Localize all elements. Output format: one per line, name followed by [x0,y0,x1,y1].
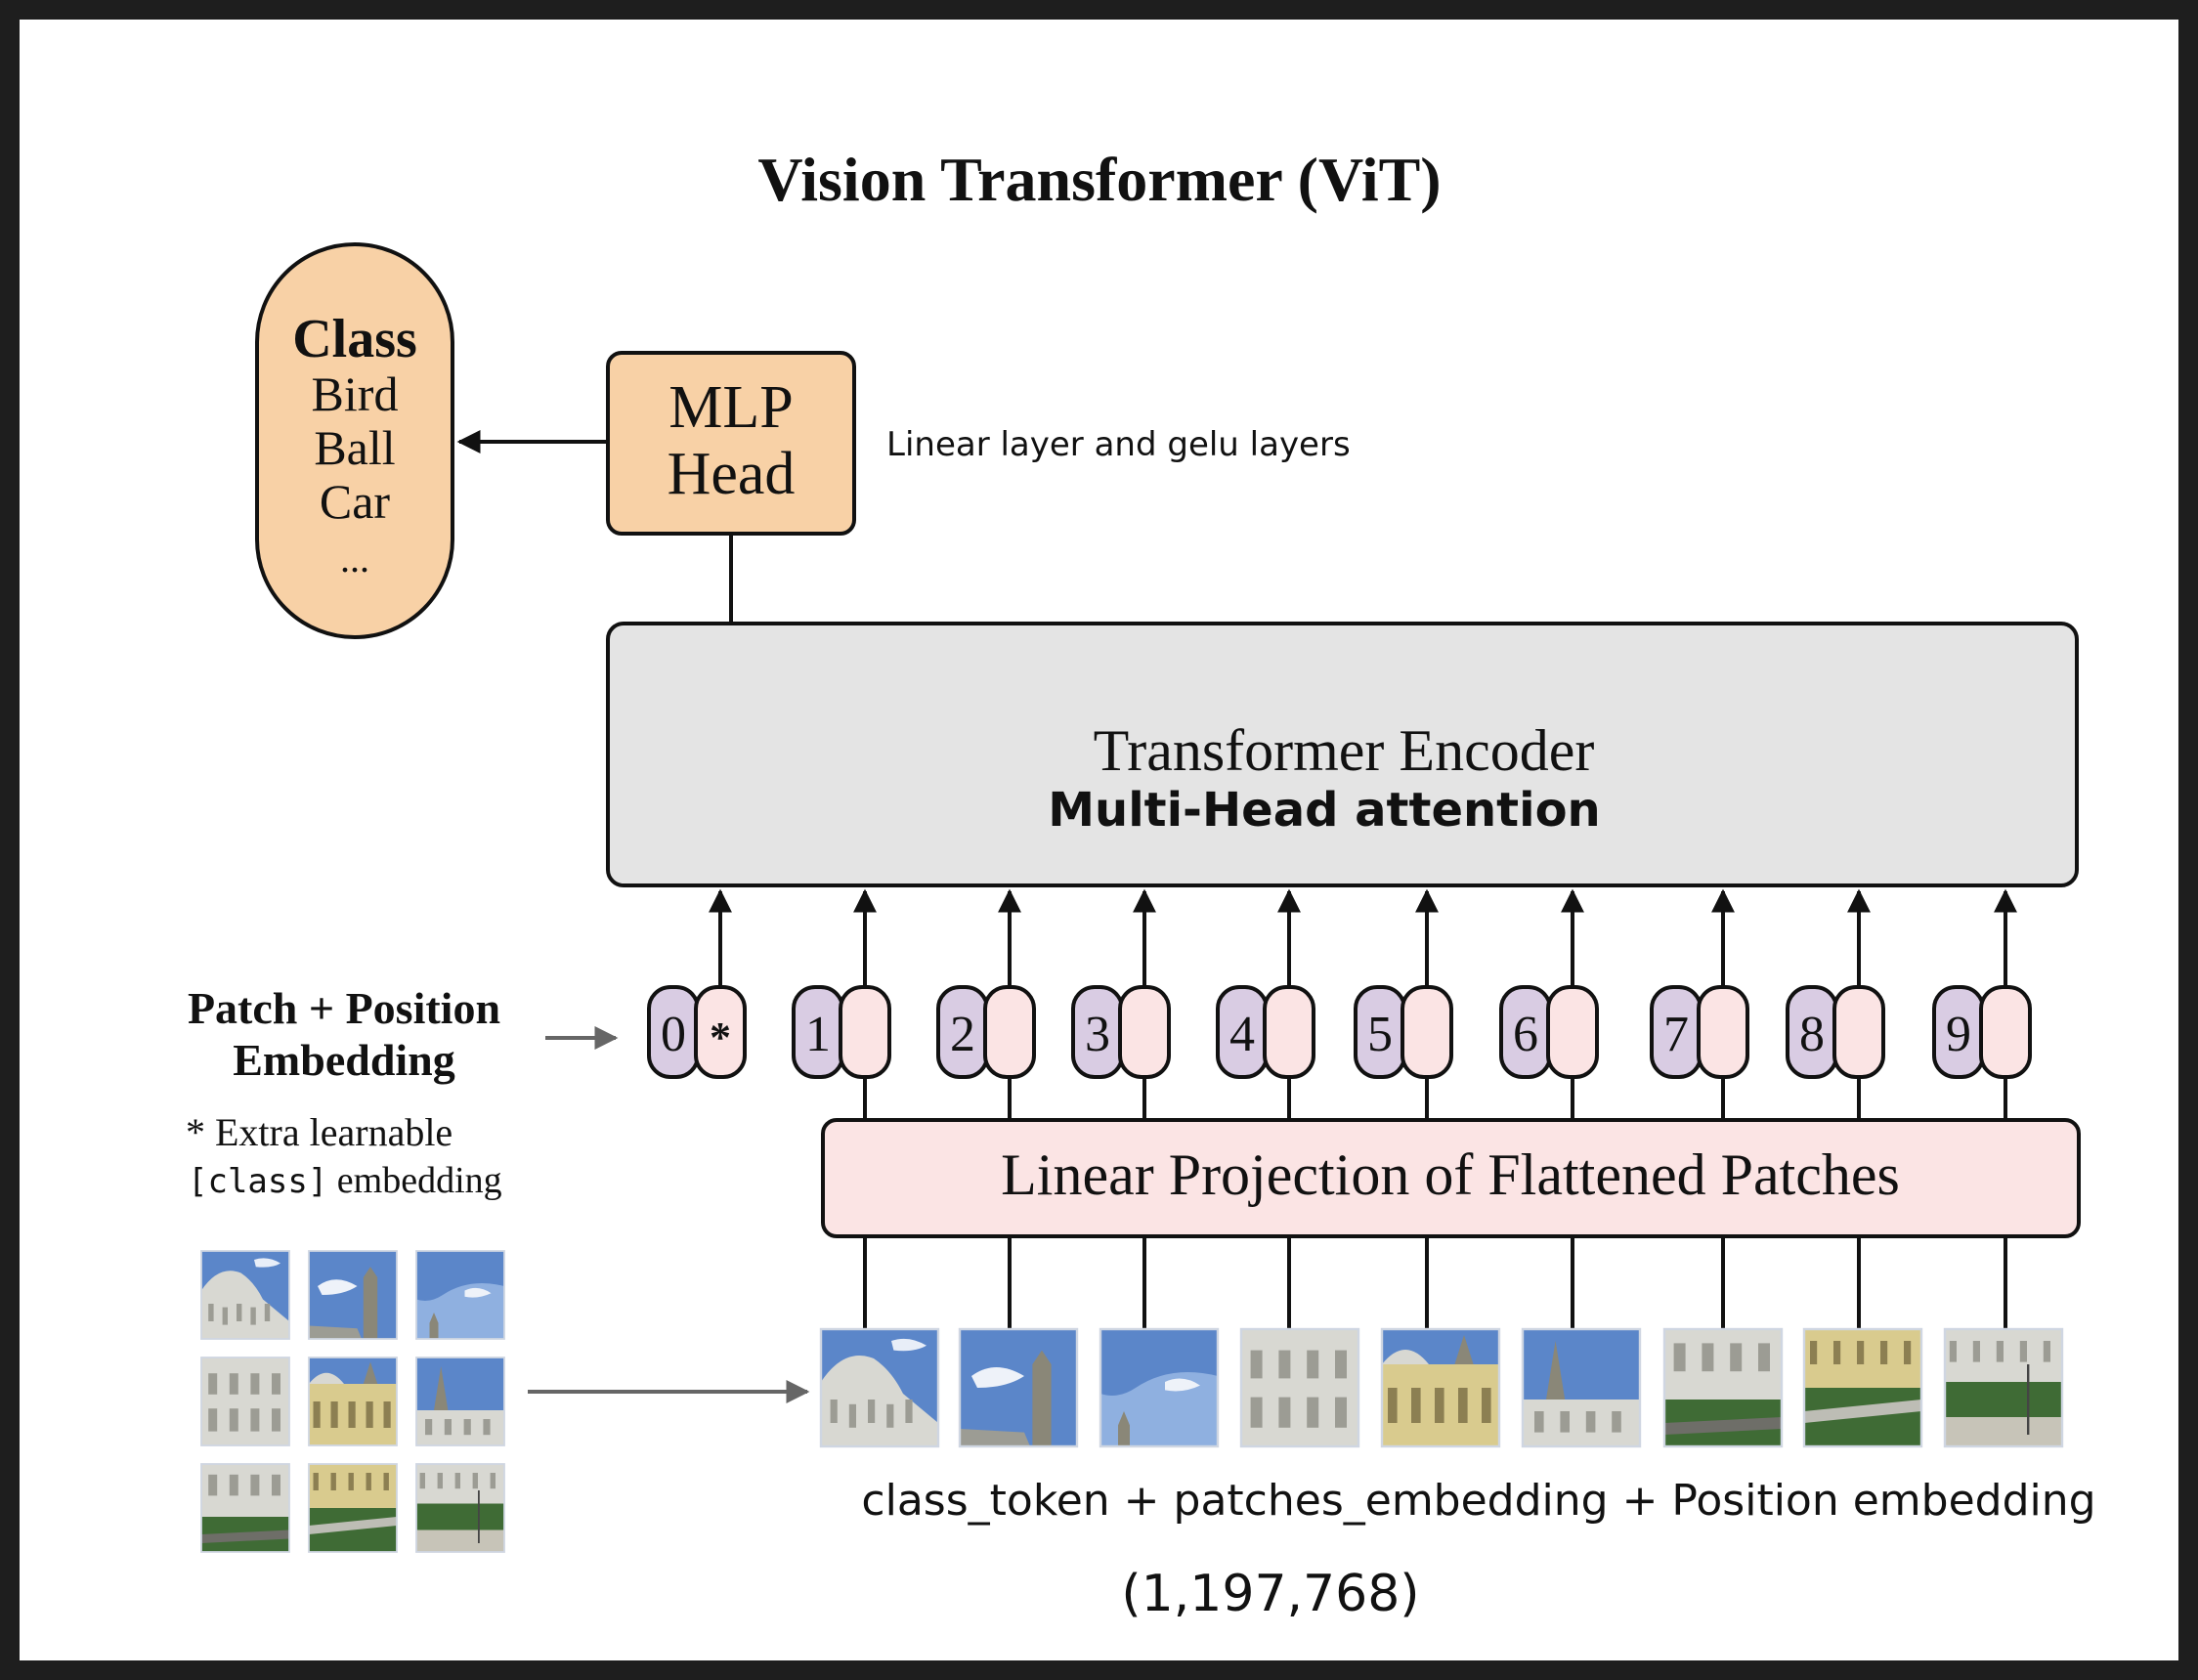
position-number: 3 [1085,1007,1110,1062]
grid-patch-garden [308,1463,398,1553]
patch-embedding-pill [983,985,1036,1079]
grid-patch-sky [415,1250,505,1340]
token-0: 0* [647,985,747,1079]
token-9: 9 [1932,985,2032,1079]
row-patch-dome [819,1327,940,1448]
row-patch-street [1662,1327,1784,1448]
position-number: 1 [805,1007,831,1062]
position-number: 4 [1229,1007,1255,1062]
patch-embedding-pill [839,985,891,1079]
patch-position-label-line2: Embedding [233,1035,455,1085]
grid-patch-dome [200,1250,290,1340]
class-item-bird: Bird [312,366,399,421]
position-number: 8 [1799,1007,1825,1062]
position-number: 0 [661,1007,686,1062]
grid-patch-yellow-facade [308,1357,398,1446]
class-heading: Class [292,309,417,369]
class-item-ball: Ball [314,420,395,475]
row-patch-sky [1099,1327,1220,1448]
extra-note-line1: * Extra learnable [186,1110,453,1154]
patch-embedding-pill [1263,985,1315,1079]
linear-projection-label: Linear Projection of Flattened Patches [1001,1142,1900,1207]
row-patch-garden [1802,1327,1923,1448]
patch-embedding-pill [694,985,747,1079]
flattened-patch-row [819,1327,2064,1448]
token-8: 8 [1786,985,1885,1079]
patch-embedding-pill [1546,985,1599,1079]
grid-patch-tower-facade [415,1357,505,1446]
mlp-head-line2: Head [668,441,796,507]
patch-position-label-line1: Patch + Position [188,983,500,1033]
class-embedding-marker: * [710,1013,731,1061]
patch-embedding-pill [1832,985,1885,1079]
token-3: 3 [1071,985,1171,1079]
token-6: 6 [1499,985,1599,1079]
transformer-encoder-box: Transformer Encoder Multi-Head attention [606,622,2079,887]
grid-patch-plaza [415,1463,505,1553]
token-4: 4 [1216,985,1315,1079]
patch-embedding-pill [1118,985,1171,1079]
extra-note-rest: embedding [327,1160,501,1201]
image-patch-grid [200,1250,505,1553]
encoder-title: Transformer Encoder [1094,718,1595,783]
class-item-more: ... [340,537,369,581]
token-2: 2 [936,985,1036,1079]
token-5: 5 [1354,985,1453,1079]
patch-embedding-pill [1401,985,1453,1079]
position-number: 2 [950,1007,975,1062]
mlp-head-line1: MLP [668,374,793,441]
grid-patch-sky-tower [308,1250,398,1340]
mlp-head-box: MLP Head [606,351,856,536]
row-patch-sky-tower [958,1327,1079,1448]
class-output-box: Class Bird Ball Car ... [255,242,454,639]
extra-note-code: [class] [188,1162,327,1201]
patch-embedding-pill [1979,985,2032,1079]
embedding-formula: class_token + patches_embedding + Positi… [861,1476,2095,1526]
grid-patch-facade [200,1357,290,1446]
token-1: 1 [792,985,891,1079]
embedding-shape: (1,197,768) [1121,1565,1419,1623]
class-item-car: Car [320,474,391,529]
projection-connectors [863,1077,2007,1329]
position-number: 5 [1367,1007,1393,1062]
row-patch-yellow-facade [1380,1327,1501,1448]
token-arrows [709,888,2017,987]
position-number: 6 [1513,1007,1538,1062]
row-patch-facade [1239,1327,1360,1448]
diagram-title: Vision Transformer (ViT) [757,145,1441,214]
mlp-annotation: Linear layer and gelu layers [886,425,1351,464]
position-number: 7 [1663,1007,1689,1062]
patch-embedding-pill [1697,985,1749,1079]
linear-projection-box: Linear Projection of Flattened Patches [821,1118,2081,1238]
row-patch-tower-facade [1521,1327,1642,1448]
encoder-subtitle: Multi-Head attention [1048,783,1600,838]
extra-note-line2: [class] embedding [188,1160,502,1201]
token-7: 7 [1650,985,1749,1079]
grid-patch-street [200,1463,290,1553]
row-patch-plaza [1943,1327,2064,1448]
position-number: 9 [1946,1007,1971,1062]
